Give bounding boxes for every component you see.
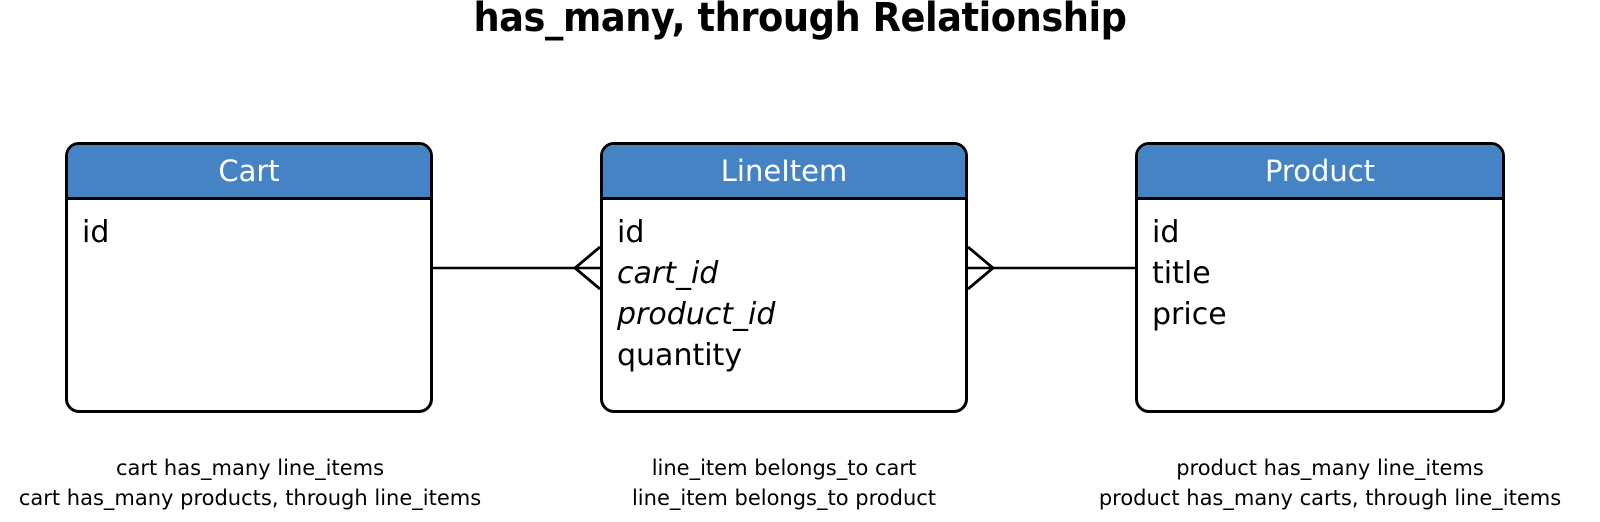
entity-header-lineitem: LineItem <box>603 145 965 200</box>
attribute-lineitem-id: id <box>617 215 645 250</box>
relationship-lineitem-product <box>967 245 1135 291</box>
entity-header-product: Product <box>1138 145 1502 200</box>
entity-header-cart: Cart <box>68 145 430 200</box>
entity-box-cart[interactable]: Cart id <box>65 142 433 413</box>
attribute-product-title: title <box>1152 256 1211 291</box>
attribute-product-id: id <box>1152 215 1180 250</box>
entity-box-product[interactable]: Product id title price <box>1135 142 1505 413</box>
entity-body-cart: id <box>68 200 430 253</box>
crows-foot-many-lineitem-right <box>967 245 996 291</box>
caption-cart-line-2: cart has_many products, through line_ite… <box>18 486 482 510</box>
attribute-lineitem-product-id: product_id <box>617 297 776 332</box>
caption-product-line-1: product has_many line_items <box>1176 456 1484 480</box>
caption-lineitem: line_item belongs_to cart line_item belo… <box>584 453 984 513</box>
entity-title-lineitem: LineItem <box>720 154 848 188</box>
entity-box-lineitem[interactable]: LineItem id cart_id product_id quantity <box>600 142 968 413</box>
attribute-lineitem-quantity: quantity <box>617 338 743 373</box>
caption-lineitem-line-1: line_item belongs_to cart <box>651 456 917 480</box>
attribute-lineitem-cart-id: cart_id <box>617 256 719 291</box>
entity-body-product: id title price <box>1138 200 1502 335</box>
attribute-product-price: price <box>1152 297 1227 332</box>
page-title: has_many, through Relationship <box>473 0 1127 41</box>
entity-title-product: Product <box>1264 154 1376 188</box>
caption-product-line-2: product has_many carts, through line_ite… <box>1098 486 1562 510</box>
crows-foot-many-lineitem-left <box>572 245 601 291</box>
entity-title-cart: Cart <box>218 154 280 188</box>
caption-cart: cart has_many line_items cart has_many p… <box>0 453 500 513</box>
entity-body-lineitem: id cart_id product_id quantity <box>603 200 965 376</box>
relationship-cart-lineitem <box>433 245 601 291</box>
caption-product: product has_many line_items product has_… <box>1060 453 1600 513</box>
attribute-cart-id: id <box>82 215 110 250</box>
caption-cart-line-1: cart has_many line_items <box>115 456 385 480</box>
caption-lineitem-line-2: line_item belongs_to product <box>631 486 937 510</box>
